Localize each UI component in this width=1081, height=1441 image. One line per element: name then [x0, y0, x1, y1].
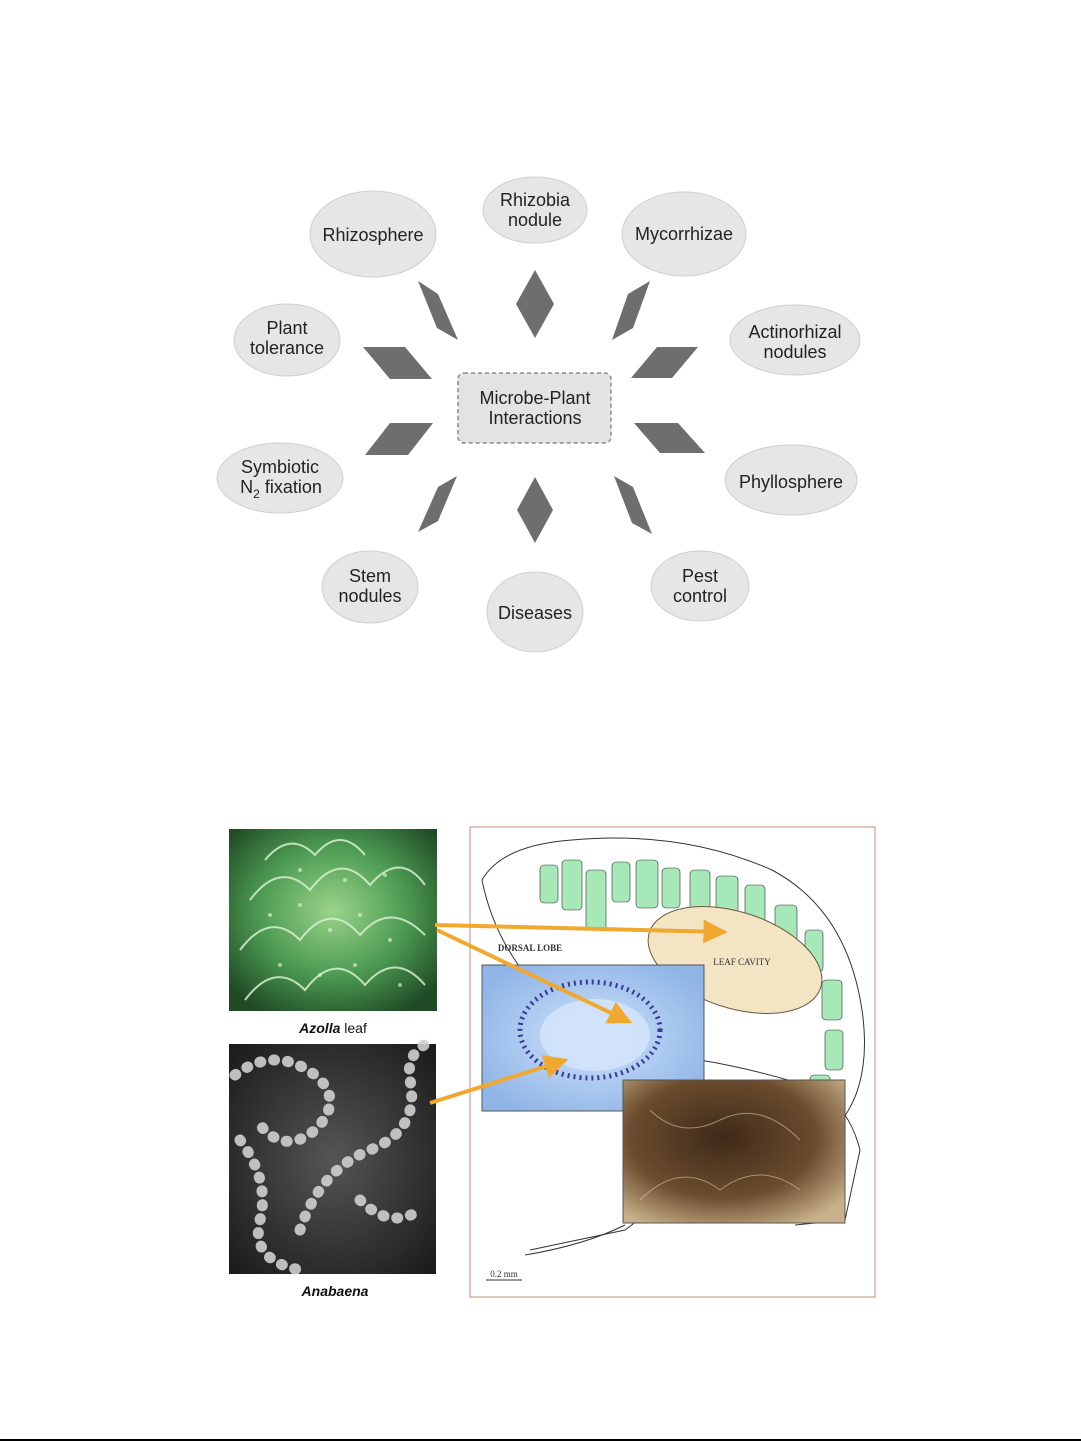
center-node: Microbe-Plant Interactions: [458, 373, 611, 443]
arrow-plant-tolerance: [363, 347, 432, 379]
node-actinorhizal-line2: nodules: [763, 342, 826, 362]
node-symbiotic-n2-fixation: Symbiotic N2 fixation: [217, 443, 343, 513]
arrow-diseases: [517, 477, 553, 543]
scale-label: 0.2 mm: [490, 1269, 518, 1279]
node-mycorrhizae-line1: Mycorrhizae: [635, 224, 733, 244]
node-pest-line2: control: [673, 586, 727, 606]
node-rhizosphere: Rhizosphere: [310, 191, 436, 277]
node-symbiotic-line1: Symbiotic: [241, 457, 319, 477]
node-diseases: Diseases: [487, 572, 583, 652]
anabaena-photo: [229, 1040, 436, 1274]
node-mycorrhizae: Mycorrhizae: [622, 192, 746, 276]
leaf-cavity-label: LEAF CAVITY: [713, 957, 771, 967]
arrow-symbiotic: [365, 423, 433, 455]
node-phyllosphere: Phyllosphere: [725, 445, 857, 515]
node-actinorhizal-line1: Actinorhizal: [748, 322, 841, 342]
node-actinorhizal: Actinorhizal nodules: [730, 305, 860, 375]
node-stem-line2: nodules: [338, 586, 401, 606]
node-rhizosphere-line1: Rhizosphere: [322, 225, 423, 245]
node-stem-line1: Stem: [349, 566, 391, 586]
node-pest-control: Pest control: [651, 551, 749, 621]
arrow-mycorrhizae: [612, 281, 650, 340]
arrow-stem: [418, 476, 457, 532]
center-line2: Interactions: [488, 408, 581, 428]
node-diseases-line1: Diseases: [498, 603, 572, 623]
node-pest-line1: Pest: [682, 566, 718, 586]
arrow-rhizosphere: [418, 281, 458, 340]
node-plant-tolerance-line1: Plant: [266, 318, 307, 338]
node-rhizobia-line2: nodule: [508, 210, 562, 230]
arrow-rhizobia: [516, 270, 554, 338]
arrow-actinorhizal: [631, 347, 698, 378]
azolla-leaf-photo: [229, 829, 437, 1011]
arrow-pest: [614, 476, 652, 534]
azolla-caption: Azolla leaf: [298, 1020, 367, 1036]
leaf-section-panel: LEAF CAVITY DORSAL LOBE 0.2 mm: [470, 827, 875, 1297]
anabaena-caption: Anabaena: [301, 1283, 369, 1299]
dorsal-lobe-label: DORSAL LOBE: [498, 943, 562, 953]
node-rhizobia-line1: Rhizobia: [500, 190, 571, 210]
node-stem-nodules: Stem nodules: [322, 551, 418, 623]
center-line1: Microbe-Plant: [479, 388, 590, 408]
node-plant-tolerance: Plant tolerance: [234, 304, 340, 376]
microbe-plant-interactions-diagram: Microbe-Plant Interactions Rhizobia nodu…: [0, 0, 1081, 700]
node-phyllosphere-line1: Phyllosphere: [739, 472, 843, 492]
light-micrograph: [482, 965, 704, 1111]
callout-arrows: [430, 925, 725, 1103]
node-rhizobia: Rhizobia nodule: [483, 177, 587, 243]
sem-micrograph: [623, 1080, 845, 1223]
arrow-phyllosphere: [634, 423, 705, 453]
node-plant-tolerance-line2: tolerance: [250, 338, 324, 358]
